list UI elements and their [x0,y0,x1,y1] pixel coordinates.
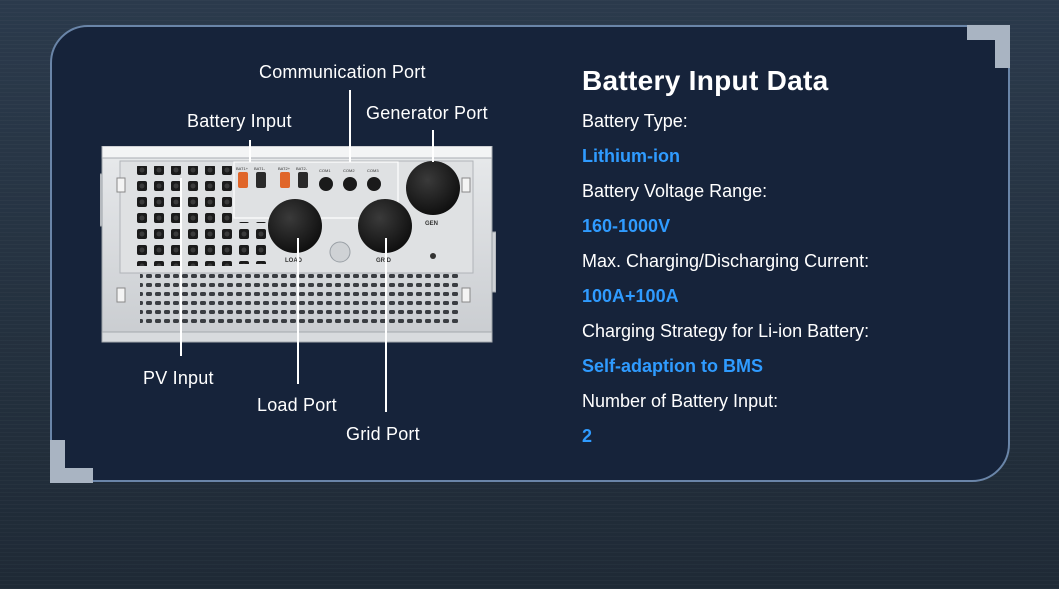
grid-port-label: Grid Port [346,424,420,444]
com1-label: COM1 [319,168,331,173]
load-port-label: Load Port [257,395,337,415]
gen-knob-label: GEN [425,221,438,227]
com3-label: COM3 [367,168,379,173]
voltage-range-label: Battery Voltage Range: [582,181,768,201]
battery-type-value: Lithium-ion [582,146,680,166]
charging-strategy-label: Charging Strategy for Li-ion Battery: [582,321,870,341]
battery-input-count-value: 2 [582,426,593,446]
load-knob-label: LOAD [285,258,303,264]
bat1-plus-label: BAT1+ [236,166,249,171]
load-port-callout-line [297,238,299,384]
grid-port-callout-line [385,238,387,412]
bat2-minus-label: BAT2- [296,166,308,171]
bat1-minus-label: BAT1- [254,166,266,171]
battery-input-label: Battery Input [187,111,292,131]
battery-input-count-label: Number of Battery Input: [582,391,779,411]
info-title: Battery Input Data [582,65,829,96]
generator-port-label: Generator Port [366,103,488,123]
voltage-range-value: 160-1000V [582,216,671,236]
pv-input-callout-line [180,178,182,356]
corner-bracket-bottom-left [50,468,93,483]
pv-input-label: PV Input [143,368,214,388]
bat2-plus-label: BAT2+ [278,166,291,171]
generator-port-callout-line [432,130,434,162]
comm-port-callout-line [349,90,351,162]
com2-label: COM2 [343,168,355,173]
communication-port-label: Communication Port [259,62,426,82]
corner-bracket-top-right-vertical [995,25,1010,68]
grid-knob-label: GRID [376,258,392,264]
battery-type-label: Battery Type: [582,111,688,131]
charging-strategy-value: Self-adaption to BMS [582,356,763,376]
max-current-label: Max. Charging/Discharging Current: [582,251,870,271]
battery-input-callout-line [249,140,251,162]
max-current-value: 100A+100A [582,286,679,306]
